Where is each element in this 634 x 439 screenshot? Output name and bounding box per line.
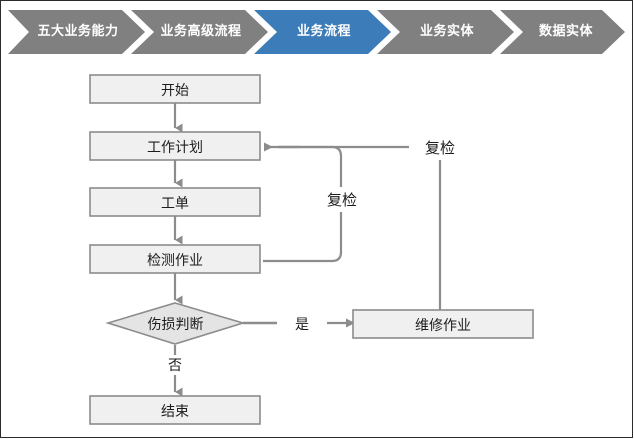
breadcrumb-item-4-label: 数据实体	[538, 24, 593, 39]
edge-repair-plan-recheck	[278, 145, 442, 310]
node-judge-shape[interactable]	[105, 302, 246, 345]
breadcrumb: 五大业务能力 业务高级流程 业务流程 业务实体 数据实体	[0, 10, 634, 54]
breadcrumb-item-0-label: 五大业务能力	[37, 24, 119, 39]
breadcrumb-item-3-label: 业务实体	[419, 24, 474, 39]
node-repair-shape[interactable]	[352, 309, 534, 339]
node-inspect-shape[interactable]	[89, 244, 261, 274]
node-plan-shape[interactable]	[89, 131, 261, 161]
breadcrumb-shapes	[8, 10, 625, 54]
flowchart-graphics	[89, 74, 534, 425]
breadcrumb-chevron-2[interactable]	[254, 10, 391, 54]
node-start-shape[interactable]	[89, 74, 261, 104]
edge-inspect-plan-recheck	[263, 145, 343, 263]
breadcrumb-item-1-label: 业务高级流程	[160, 24, 242, 39]
flowchart: 开始 工作计划 工单 检测作业 伤损判断 维修作业 结束 是 否 复检 复检	[0, 55, 634, 439]
breadcrumb-chevron-1[interactable]	[131, 10, 268, 54]
breadcrumb-chevron-0[interactable]	[8, 10, 145, 54]
breadcrumb-chevron-4[interactable]	[500, 10, 625, 54]
breadcrumb-chevron-3[interactable]	[377, 10, 514, 54]
breadcrumb-item-2-label: 业务流程	[296, 24, 351, 39]
node-end-shape[interactable]	[89, 395, 261, 425]
node-order-shape[interactable]	[89, 187, 261, 217]
